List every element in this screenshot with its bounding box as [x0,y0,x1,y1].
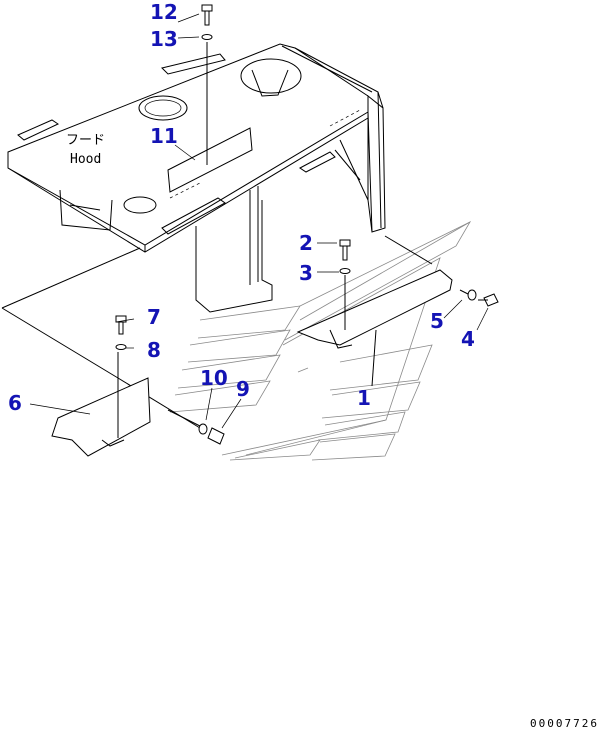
callout-7: 7 [147,305,161,329]
callout-4: 4 [461,327,475,351]
callout-9: 9 [236,377,250,401]
bolt-4 [459,289,499,307]
callout-13: 13 [150,27,178,51]
bolt-12 [201,4,213,40]
hood-label-en: Hood [70,152,102,167]
callout-11: 11 [150,124,178,148]
part-1-plate [296,269,453,387]
callout-leaders [29,13,489,429]
callout-5: 5 [430,309,444,333]
drawing-code: 00007726 [530,717,599,730]
hood-label-jp: フード [66,133,106,148]
part-6-plate [51,352,151,457]
callout-3: 3 [299,261,313,285]
callout-8: 8 [147,338,161,362]
hood [7,43,386,313]
bolt-9 [167,409,225,445]
callout-10: 10 [200,366,228,390]
machine-outline [169,220,472,461]
callout-1: 1 [357,386,371,410]
bolt-7 [115,315,127,350]
callout-2: 2 [299,231,313,255]
bolt-2 [339,239,351,330]
callout-6: 6 [8,391,22,415]
callout-12: 12 [150,0,178,24]
part-11-plate [167,42,253,193]
